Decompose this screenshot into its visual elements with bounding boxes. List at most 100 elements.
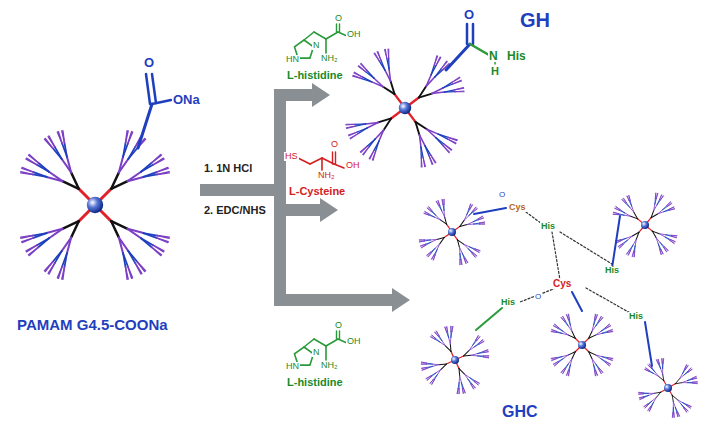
dendrimer-branch (462, 253, 464, 258)
dendrimer-branch (669, 207, 674, 209)
dendrimer-branch (448, 139, 456, 144)
dendrimer-branch (471, 354, 478, 356)
dendrimer-branch (665, 237, 670, 239)
dendrimer-branch (468, 379, 472, 383)
dendrimer-branch (680, 375, 685, 379)
dendrimer-branch (639, 392, 643, 394)
dendrimer-branch (613, 214, 618, 215)
dendrimer-branch (658, 364, 660, 369)
dendrimer-branch (431, 65, 436, 74)
bond-line (472, 24, 475, 44)
dendrimer-branch (678, 412, 680, 416)
dendrimer-branch (430, 239, 437, 241)
dendrimer-branch (693, 381, 697, 383)
dendrimer-branch (462, 253, 465, 258)
dendrimer-branch (48, 137, 55, 147)
dendrimer-branch (369, 151, 374, 159)
process-arrow (200, 83, 330, 190)
dendrimer-branch (673, 402, 675, 408)
dendrimer-branch (479, 342, 484, 344)
dendrimer-branch (483, 350, 488, 352)
dendrimer-branch (683, 369, 686, 373)
bond-line (476, 308, 502, 330)
dendrimer-branch (422, 368, 427, 370)
dendrimer-branch (435, 70, 443, 77)
dendrimer-branch (123, 253, 128, 266)
dendrimer-branch (33, 172, 46, 177)
dendrimer-branch (682, 381, 688, 383)
dendrimer-branch (651, 402, 654, 406)
dendrimer-branch (556, 357, 562, 358)
dendrimer-branch (661, 249, 663, 254)
dendrimer-branch (153, 159, 164, 165)
dendrimer-branch (437, 331, 439, 336)
bond-line (314, 32, 326, 39)
arrow-head (320, 198, 338, 222)
dendrimer-branch (554, 362, 558, 365)
structure-label: HN (285, 55, 300, 64)
dendrimer-branch (473, 340, 476, 345)
dendrimer-branch (62, 238, 71, 251)
dendrimer-branch (478, 216, 482, 219)
dendrimer-branch (468, 249, 472, 253)
bond-line (339, 331, 340, 339)
dendrimer-branch (553, 362, 558, 364)
core-sphere (641, 221, 649, 229)
dendrimer-branch (480, 224, 485, 225)
dendrimer-branch (459, 247, 461, 254)
dendrimer-branch (651, 214, 657, 218)
dendrimer-branch (436, 369, 442, 373)
dendrimer-branch (391, 81, 395, 94)
dendrimer-branch (629, 196, 631, 201)
dendrimer-branch (360, 146, 367, 152)
dendrimer-branch (26, 245, 37, 251)
dendrimer-branch (349, 132, 357, 136)
bond-line (152, 100, 171, 104)
dendrimer-branch (688, 382, 693, 383)
dendrimer-branch (618, 244, 622, 247)
dendrimer-branch (455, 88, 464, 90)
structure-label: N (312, 41, 321, 50)
dendrimer-branch (429, 214, 434, 217)
dendrimer-branch (668, 203, 672, 206)
dendrimer-branch (601, 359, 605, 363)
dendrimer-branch (640, 398, 644, 400)
dendrimer-branch (596, 321, 600, 325)
dendrimer-branch (624, 198, 627, 202)
dendrimer-branch (419, 239, 424, 240)
dendrimer-branch (592, 359, 594, 366)
reagent-arrow (280, 198, 338, 222)
dendrimer-branch (663, 206, 668, 209)
dendrimer-branch (360, 64, 367, 71)
dendrimer-branch (616, 207, 620, 210)
dendrimer-branch (483, 350, 488, 352)
dendrimer-branch (565, 364, 568, 369)
dendrimer-branch (458, 383, 459, 389)
dendrimer-branch (596, 315, 598, 320)
dendrimer-branch (569, 365, 570, 371)
dendrimer-branch (639, 393, 643, 395)
bond-line (494, 62, 496, 64)
dendrimer-branch (658, 359, 659, 363)
dendrimer-branch (21, 236, 33, 238)
dendrimer-branch (660, 196, 663, 200)
dendrimer-branch (644, 404, 648, 406)
dendrimer-branch (62, 221, 78, 229)
dendrimer-branch (387, 58, 389, 68)
dendrimer-branch (692, 377, 696, 379)
dendrimer-branch (646, 368, 650, 371)
dendrimer-branch (693, 383, 697, 384)
dendrimer-branch (600, 317, 603, 321)
dendrimer-branch (457, 389, 459, 394)
dendrimer-branch (135, 263, 141, 274)
dendrimer-branch (453, 81, 462, 84)
dendrimer-branch (613, 213, 618, 214)
dendrimer-branch (355, 123, 366, 125)
bond-line (325, 346, 327, 360)
dendrimer-branch (474, 223, 480, 224)
structure-label: NH₂ (320, 54, 339, 63)
dendrimer-branch (22, 238, 33, 243)
dendrimer-branch (656, 193, 657, 198)
dendrimer-branch (561, 369, 564, 373)
